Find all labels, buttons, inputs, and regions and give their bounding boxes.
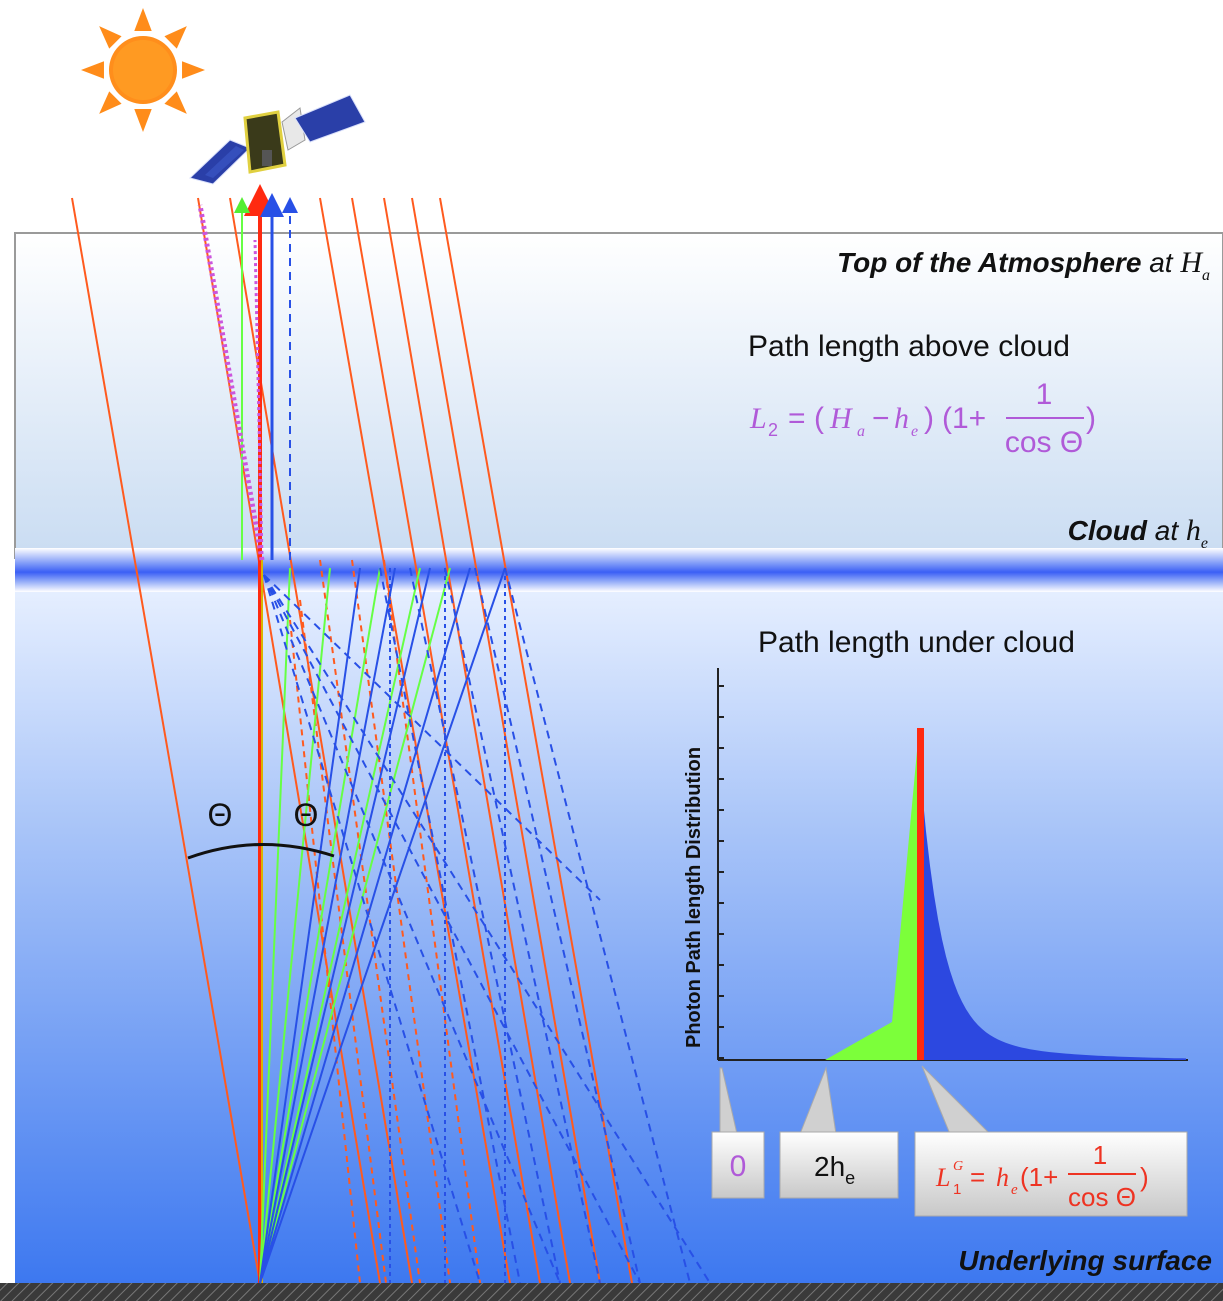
callout-2he-text: 2h bbox=[814, 1151, 845, 1182]
solar-ray bbox=[319, 197, 511, 1284]
l2-h: h bbox=[894, 402, 909, 435]
green-reflected-ray bbox=[259, 567, 381, 1284]
blue-scattered-ray bbox=[259, 567, 431, 1284]
theta-label-left: Θ bbox=[208, 797, 233, 833]
solar-ray bbox=[197, 197, 381, 1284]
blue-scattered-ray bbox=[259, 567, 506, 1284]
callout-2he: 2he bbox=[779, 1066, 899, 1199]
callout-lg-formula: L G 1 = h e (1+ 1 cos Θ ) bbox=[914, 1065, 1188, 1217]
svg-text:Top of the Atmosphere at: Top of the Atmosphere at Ha bbox=[837, 246, 1210, 284]
cloud-at: at bbox=[1155, 515, 1180, 546]
green-reflected-ray bbox=[259, 567, 421, 1284]
transmitted-ray bbox=[319, 559, 421, 1284]
sun-ray-spike bbox=[134, 8, 152, 31]
sun-ray-spike bbox=[134, 109, 152, 132]
l2-one-plus: (1+ bbox=[942, 402, 986, 435]
sun-ray-spike bbox=[81, 61, 104, 79]
lg-sub: 1 bbox=[953, 1181, 961, 1198]
solar-ray bbox=[439, 197, 633, 1284]
solar-ray bbox=[383, 197, 571, 1284]
sun-ray-spike bbox=[164, 26, 187, 49]
surface-label: Underlying surface bbox=[958, 1245, 1212, 1276]
green-reflected-ray bbox=[259, 567, 291, 1284]
theta-label-right: Θ bbox=[294, 797, 319, 833]
callout-2he-sub: e bbox=[845, 1168, 855, 1188]
l2-H-sub: a bbox=[857, 423, 865, 440]
solar-ray bbox=[411, 197, 601, 1284]
under-cloud-title: Path length under cloud bbox=[758, 626, 1075, 659]
l2-num: 1 bbox=[1036, 378, 1053, 411]
blue-dashed-ray bbox=[474, 567, 641, 1284]
cloud-sub: e bbox=[1201, 535, 1208, 552]
blue-scattered-ray bbox=[259, 567, 396, 1284]
lg-one-plus: (1+ bbox=[1020, 1162, 1058, 1192]
lg-num: 1 bbox=[1093, 1140, 1107, 1170]
magenta-path-2 bbox=[253, 239, 264, 561]
transmitted-ray bbox=[299, 599, 387, 1284]
magenta-path bbox=[197, 204, 265, 561]
l2-end: ) bbox=[1086, 402, 1096, 435]
l2-minus: − bbox=[872, 402, 890, 435]
sun-ray-spike bbox=[164, 91, 187, 114]
lg-eq: = bbox=[970, 1162, 985, 1192]
svg-text:Cloud at he: Cloud at he bbox=[1068, 514, 1208, 552]
cloud-var: h bbox=[1186, 514, 1201, 547]
blue-diffuse-ray bbox=[263, 574, 641, 1284]
l2-den: cos Θ bbox=[1005, 426, 1083, 459]
sun-icon bbox=[81, 8, 205, 132]
l2-h-sub: e bbox=[911, 423, 918, 440]
formula-above-cloud: L 2 = ( H a − h e ) (1+ 1 cos Θ ) bbox=[749, 378, 1096, 459]
l2-lhs: L bbox=[749, 402, 767, 435]
transmitted-ray bbox=[351, 559, 451, 1284]
l2-open: ( bbox=[814, 402, 824, 435]
sun-ray-spike bbox=[99, 26, 122, 49]
histogram-green-area bbox=[825, 740, 922, 1060]
blue-diffuse-ray bbox=[263, 574, 561, 1284]
l2-sub: 2 bbox=[768, 420, 778, 440]
satellite-icon bbox=[189, 94, 366, 185]
histogram-red-spike bbox=[917, 728, 924, 1060]
blue-diffuse-ray bbox=[263, 574, 601, 901]
lg-h-sub: e bbox=[1011, 1182, 1018, 1198]
toa-var: H bbox=[1179, 246, 1204, 279]
lg-h: h bbox=[996, 1163, 1009, 1192]
solar-ray bbox=[71, 197, 261, 1284]
ray-paths bbox=[71, 184, 711, 1284]
green-reflected-ray bbox=[259, 567, 451, 1284]
transmitted-ray bbox=[383, 559, 481, 1284]
blue-scattered-ray bbox=[259, 567, 361, 1284]
l2-eq: = bbox=[788, 402, 806, 435]
transmitted-ray bbox=[289, 619, 361, 1284]
blue-diffuse-ray bbox=[263, 574, 481, 1284]
underlying-surface bbox=[0, 1283, 1223, 1301]
angle-arc bbox=[187, 842, 335, 860]
blue-scattered-ray bbox=[259, 567, 471, 1284]
sun-ray-spike bbox=[99, 91, 122, 114]
lg-sup: G bbox=[953, 1159, 963, 1174]
histogram-y-label: Photon Path length Distribution bbox=[683, 747, 705, 1048]
blue-dashed-ray bbox=[444, 567, 601, 1284]
above-cloud-title: Path length above cloud bbox=[748, 330, 1070, 363]
l2-H: H bbox=[829, 402, 854, 435]
toa-sub: a bbox=[1202, 267, 1210, 284]
toa-at: at bbox=[1149, 247, 1174, 278]
lg-lhs: L bbox=[935, 1163, 950, 1192]
lg-end: ) bbox=[1140, 1162, 1149, 1192]
path-length-histogram: Photon Path length Distribution bbox=[683, 668, 1188, 1061]
lg-den: cos Θ bbox=[1068, 1182, 1136, 1212]
cloud-label: Cloud bbox=[1068, 515, 1148, 546]
svg-text:2he: 2he bbox=[814, 1151, 855, 1188]
blue-dashed-ray bbox=[409, 567, 561, 1284]
toa-label: Top of the Atmosphere bbox=[837, 247, 1141, 278]
histogram-blue-area bbox=[922, 790, 1186, 1060]
green-reflected-ray bbox=[259, 567, 331, 1284]
sun-ray-spike bbox=[182, 61, 205, 79]
callout-zero: 0 bbox=[711, 1067, 765, 1199]
svg-text:L: L bbox=[935, 1163, 950, 1192]
blue-dashed-ray bbox=[504, 567, 691, 1284]
callout-zero-text: 0 bbox=[730, 1150, 747, 1183]
cloud-layer bbox=[15, 548, 1223, 592]
l2-close: ) bbox=[924, 402, 934, 435]
